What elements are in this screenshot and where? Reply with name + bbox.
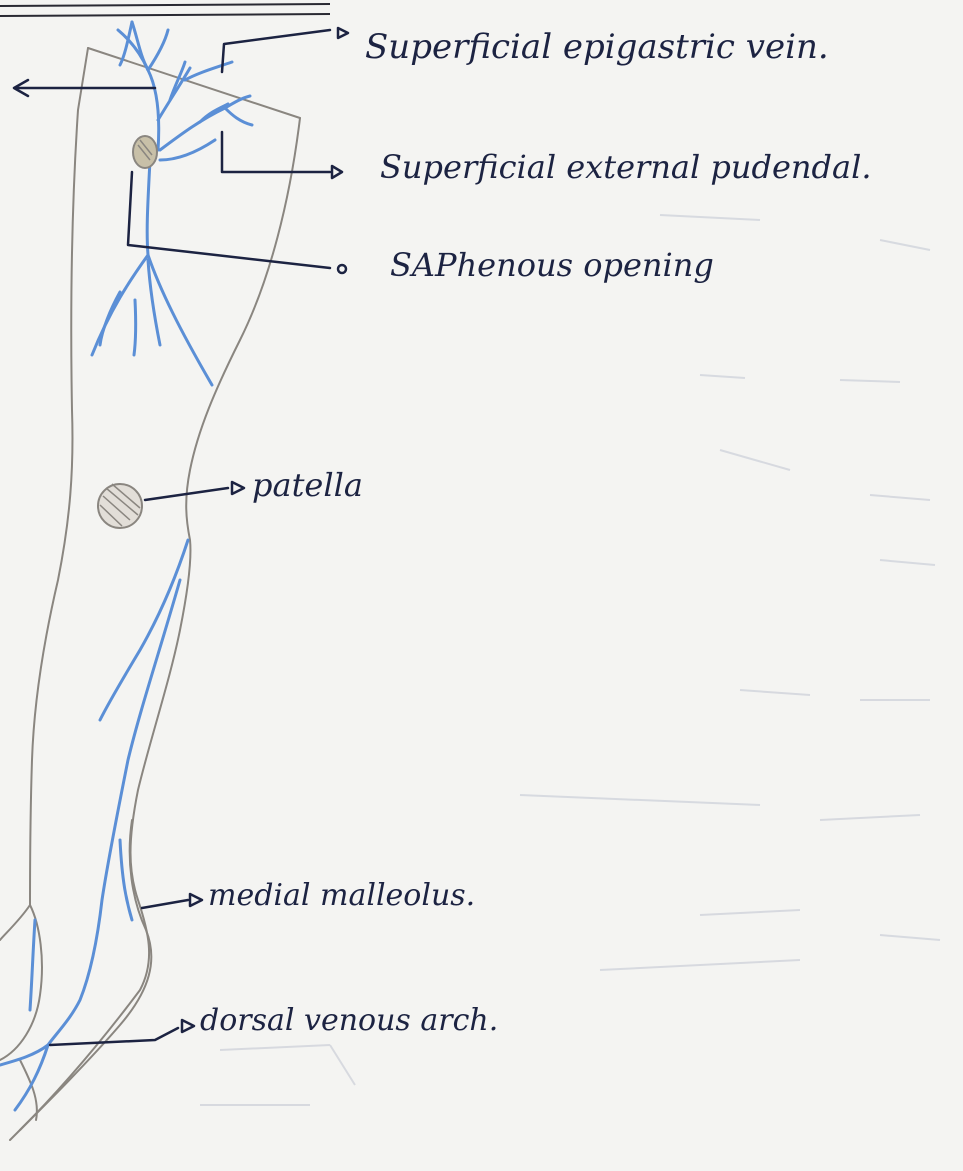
labels: Superficial epigastric vein. Superficial…: [200, 27, 872, 1038]
label-superficial-epigastric: Superficial epigastric vein.: [365, 27, 829, 67]
label-medial-malleolus: medial malleolus.: [208, 878, 475, 913]
patella-shape: [98, 484, 142, 528]
label-dorsal-venous-arch: dorsal venous arch.: [200, 1003, 498, 1038]
page-top-rules: [0, 4, 330, 16]
label-saphenous-opening: SAPhenous opening: [390, 246, 714, 284]
saphenous-opening-mark: [133, 136, 157, 168]
bleed-through-marks: [200, 215, 940, 1105]
veins: [0, 22, 252, 1110]
label-patella: patella: [252, 466, 363, 504]
label-superficial-external-pudendal: Superficial external pudendal.: [380, 148, 872, 186]
leg-outline: [0, 48, 300, 1140]
